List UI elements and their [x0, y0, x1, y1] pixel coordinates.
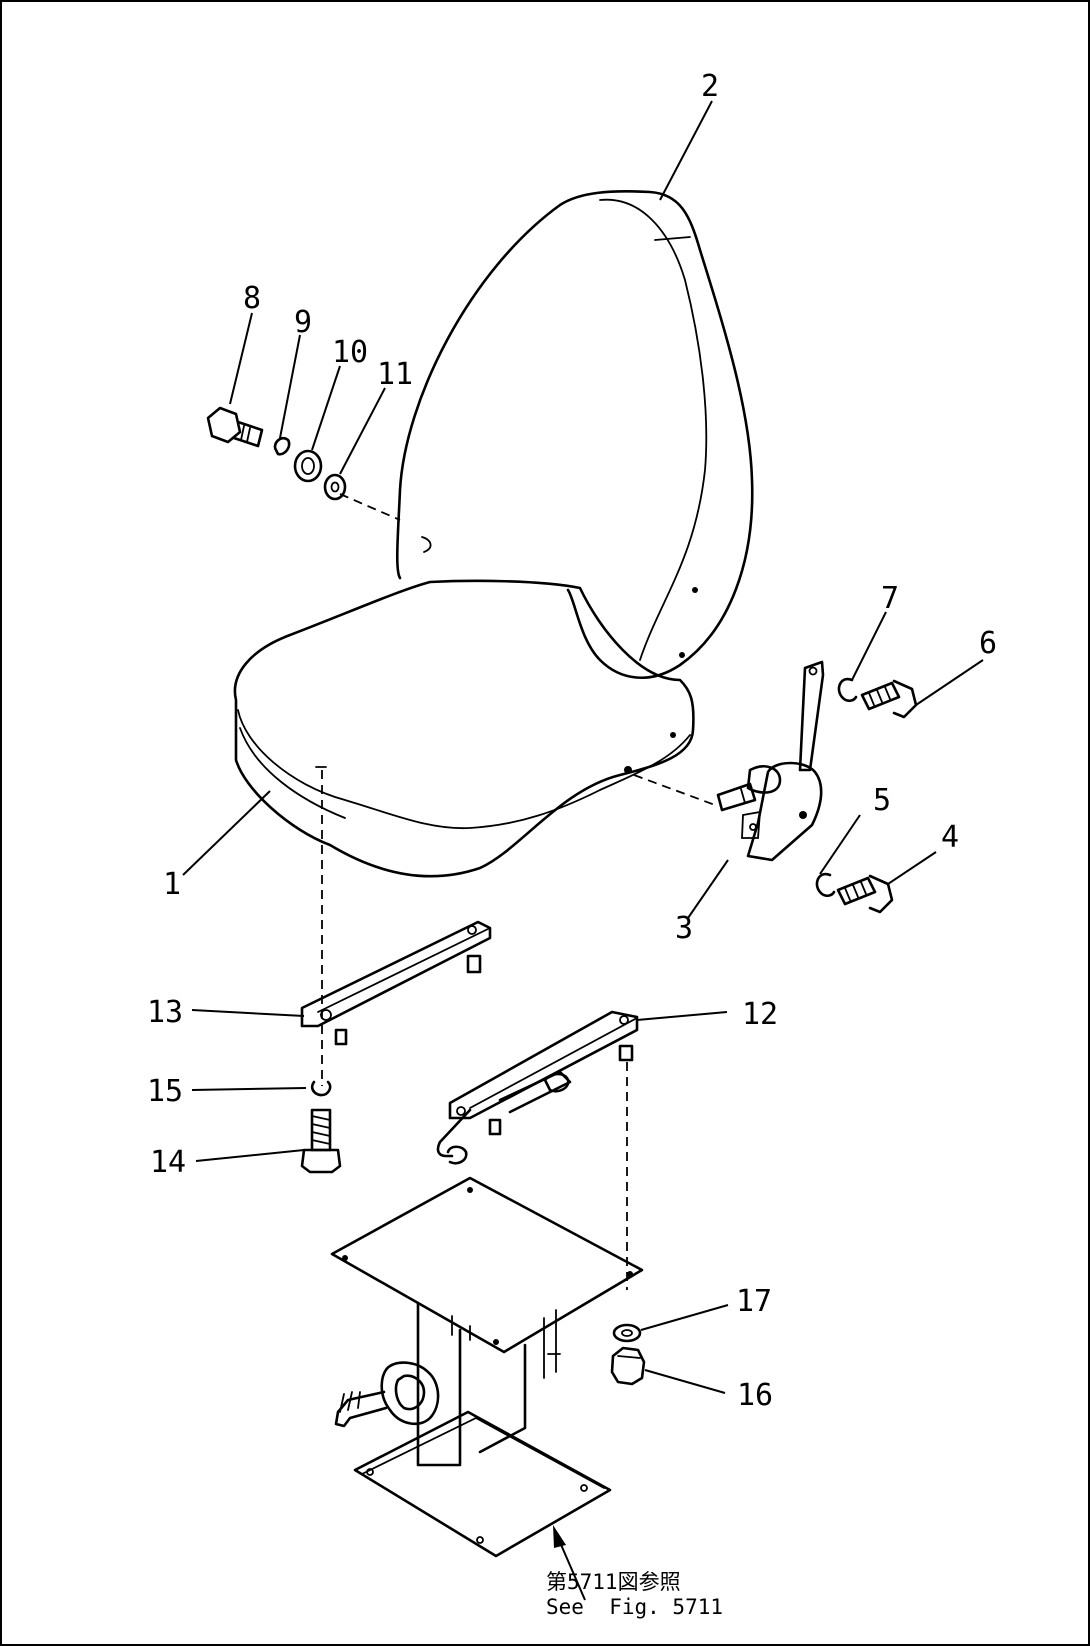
callout-7: 7: [881, 581, 899, 616]
bolt-8-axis: [339, 493, 401, 521]
callout-5: 5: [873, 783, 891, 818]
callout-3: 3: [675, 911, 693, 946]
slide-rail-13: [300, 920, 492, 1046]
callout-9: 9: [294, 305, 312, 340]
callout-15: 15: [147, 1074, 183, 1109]
callout-2: 2: [701, 69, 719, 104]
reference-note: 第5711図参照 See Fig. 5711: [546, 1570, 723, 1619]
callout-16: 16: [737, 1378, 773, 1413]
callout-labels: 2 8 9 10 11 7 6 5 4 1 3 12 13 15 14 17 1…: [147, 69, 997, 1413]
seat-cushion: [233, 579, 695, 878]
callout-10: 10: [332, 335, 368, 370]
washer-7: [837, 677, 858, 703]
callout-13: 13: [147, 995, 183, 1030]
bolt-8: [206, 406, 264, 448]
callout-4: 4: [941, 820, 959, 855]
callout-6: 6: [979, 626, 997, 661]
washer-11: [323, 473, 347, 501]
callout-11: 11: [377, 357, 413, 392]
suspension-base: [330, 1176, 644, 1558]
seat-back: [395, 190, 754, 679]
callout-17: 17: [736, 1284, 772, 1319]
adjust-lever: [716, 660, 825, 862]
spacer-10: [293, 449, 323, 483]
leader-lines: [182, 100, 984, 1394]
callout-12: 12: [742, 997, 778, 1032]
washer-9: [273, 436, 291, 456]
reference-note-english: See Fig. 5711: [546, 1595, 723, 1619]
slide-rail-12: [436, 1010, 639, 1165]
washer-15: [310, 1080, 332, 1097]
callout-14: 14: [150, 1145, 186, 1180]
bolt-6: [860, 679, 918, 719]
reference-note-japanese: 第5711図参照: [546, 1570, 681, 1594]
bolt-4: [836, 874, 894, 914]
washer-17: [612, 1323, 642, 1343]
callout-8: 8: [243, 281, 261, 316]
lever-mount-axis: [633, 774, 716, 806]
callout-1: 1: [163, 867, 181, 902]
washer-5: [815, 872, 836, 898]
bolt-14: [300, 1108, 342, 1174]
reference-arrow: [553, 1525, 586, 1601]
nut-16: [610, 1346, 646, 1386]
